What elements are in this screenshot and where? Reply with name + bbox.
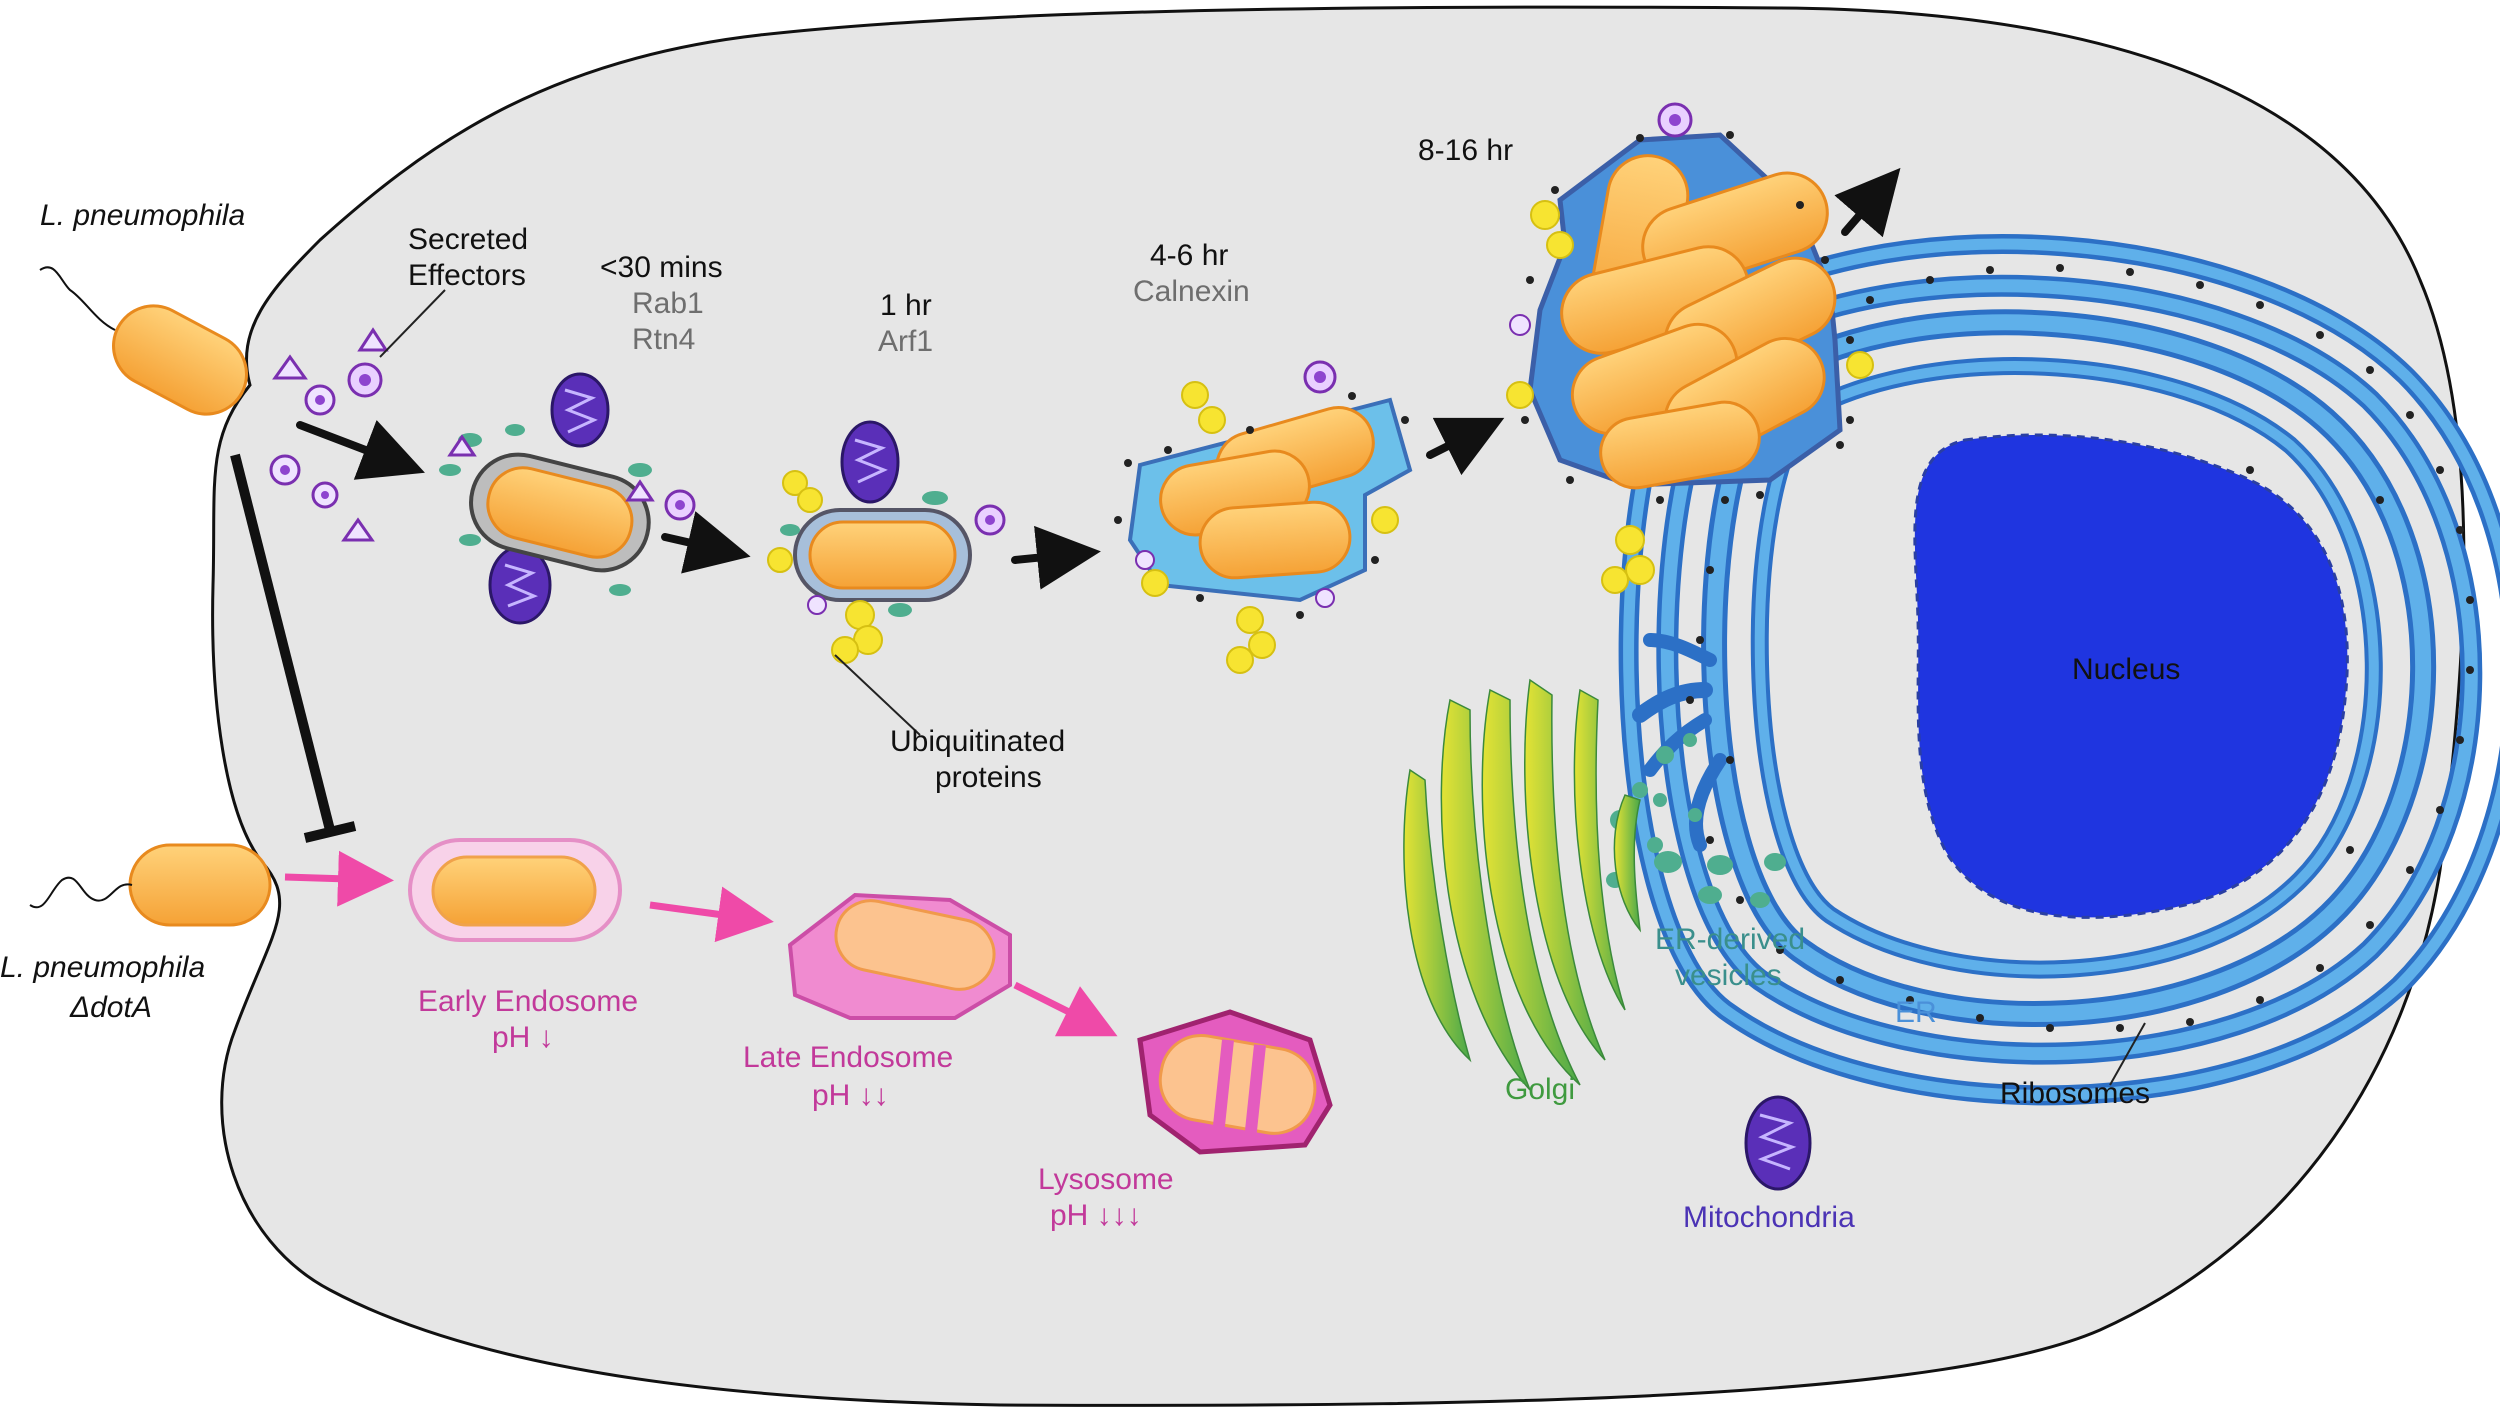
early-endosome-label: Early Endosome — [418, 985, 639, 1018]
leader-lines — [379, 289, 2146, 1086]
stage3-vacuole — [1114, 360, 1413, 674]
er-derived-vesicles — [1606, 733, 1786, 908]
host-cell — [211, 5, 2466, 1407]
mitochondrion-legend — [1744, 1095, 1812, 1191]
lysosome-ph: pH ↓↓↓ — [1050, 1199, 1142, 1232]
stage3-marker-calnexin: Calnexin — [1133, 275, 1250, 308]
early-endosome — [408, 838, 622, 942]
stage1-vacuole — [439, 372, 696, 625]
late-endosome-ph: pH ↓↓ — [812, 1079, 889, 1112]
ribosomes-label: Ribosomes — [2000, 1077, 2151, 1110]
ubiquitinated-label-1: Ubiquitinated — [890, 725, 1066, 758]
stage2-vacuole — [767, 420, 1006, 664]
ubiquitinated-label-2: proteins — [935, 761, 1042, 794]
lysosome — [1137, 1009, 1333, 1155]
stage1-marker-rab1: Rab1 — [632, 287, 704, 320]
nucleus — [1913, 433, 2349, 919]
nucleus-label: Nucleus — [2072, 653, 2181, 686]
lp-bacterium-entry — [39, 266, 248, 416]
endosome-pathway — [284, 850, 1118, 1037]
stage4-time-label: 8-16 hr — [1418, 134, 1514, 167]
secreted-effectors-label-2: Effectors — [408, 259, 526, 292]
inhibition-line — [230, 453, 357, 843]
golgi-label: Golgi — [1505, 1073, 1576, 1106]
er-network — [1618, 234, 2500, 1106]
late-endosome — [787, 892, 1012, 1020]
er-label: ER — [1895, 996, 1937, 1029]
secreted-effectors — [269, 327, 389, 542]
infection-arrows — [296, 167, 1901, 590]
lysosome-label: Lysosome — [1038, 1163, 1174, 1196]
er-derived-label-2: vesicles — [1675, 959, 1782, 992]
stage2-marker-arf1: Arf1 — [878, 325, 934, 358]
secreted-effectors-label-1: Secreted — [408, 223, 529, 256]
late-endosome-label: Late Endosome — [743, 1041, 954, 1074]
early-endosome-ph: pH ↓ — [492, 1021, 554, 1054]
l-pneumophila-dota-label-1: L. pneumophila — [0, 951, 206, 984]
lp-dota-bacterium — [29, 843, 272, 927]
l-pneumophila-label: L. pneumophila — [40, 199, 246, 232]
stage4-vacuole — [1506, 102, 1874, 594]
stage1-time-label: <30 mins — [600, 251, 723, 284]
er-derived-label-1: ER-derived — [1655, 923, 1806, 956]
stage2-time-label: 1 hr — [880, 289, 932, 322]
l-pneumophila-dota-label-2: ΔdotA — [70, 991, 152, 1024]
stage3-time-label: 4-6 hr — [1150, 239, 1229, 272]
golgi-stack — [1403, 678, 1642, 1091]
mitochondria-label: Mitochondria — [1683, 1201, 1855, 1234]
stage1-marker-rtn4: Rtn4 — [632, 323, 696, 356]
